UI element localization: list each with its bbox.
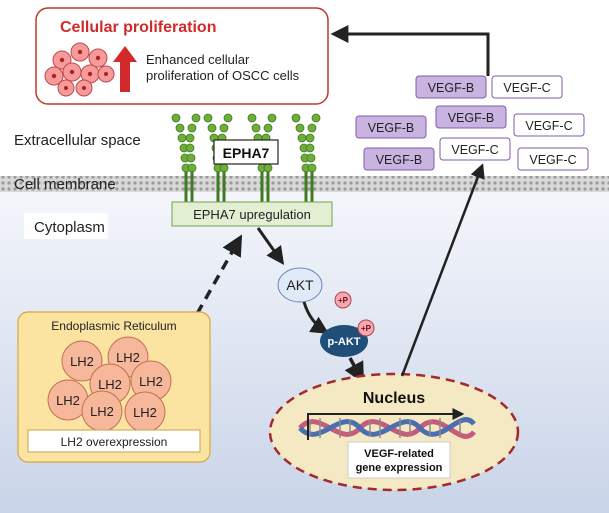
receptor-stalk [291,113,321,173]
epha7-upregulation-label: EPHA7 upregulation [193,207,311,222]
epha7-label: EPHA7 [223,145,270,161]
gene-expression-line2: gene expression [356,462,443,474]
p-akt-node [320,325,368,357]
receptor-stalk [171,113,201,173]
lh2-overexpression-label: LH2 overexpression [61,435,168,449]
up-arrow-icon [113,46,137,92]
epha7-label-box [213,139,279,165]
lh2-label: LH2 [56,393,80,408]
akt-label: AKT [286,277,314,293]
epha7-receptor: EPHA7 [171,113,321,206]
cytoplasm-label: Cytoplasm [34,219,105,236]
vegf-c-box: VEGF-C [491,75,563,99]
epha7-upregulation-box [171,201,333,227]
lh2-label: LH2 [139,374,163,389]
vegf-c-box: VEGF-C [513,113,585,137]
vegf-b-box: VEGF-B [435,105,507,129]
vegf-b-box: VEGF-B [415,75,487,99]
phosphate-icon [334,291,352,309]
vegf-c-label: VEGF-C [503,81,550,95]
nucleus-to-vegf-arrow [400,163,485,377]
transcription-arrow [307,408,465,440]
cell-cluster-icon [44,42,115,97]
vegf-c-box: VEGF-C [439,137,511,161]
proliferation-box: Cellular proliferation Enhanced cellular… [35,7,329,105]
lh2-protein [61,340,103,382]
vegf-c-label: VEGF-C [525,119,572,133]
nucleus-title: Nucleus [363,390,425,407]
vegf-b-label: VEGF-B [448,111,495,125]
endoplasmic-reticulum-box: Endoplasmic Reticulum LH2 LH2 LH2 LH2 LH… [17,311,211,463]
phosphate-label: +P [338,296,349,305]
membrane-label: Cell membrane [14,176,116,193]
vegf-to-proliferation-arrow [330,25,490,76]
proliferation-desc-line1: Enhanced cellular [146,52,250,67]
vegf-cluster: VEGF-B VEGF-C VEGF-B VEGF-B VEGF-C VEGF-… [355,75,589,171]
lh2-label: LH2 [116,350,140,365]
vegf-b-label: VEGF-B [428,81,475,95]
cytoplasm-label-bg [24,213,108,239]
dna-helix-icon [298,417,476,439]
nucleus: Nucleus VEGF-related gene expression [268,372,520,492]
phosphate-icon [357,319,375,337]
lh2-label: LH2 [98,377,122,392]
akt-node [277,267,323,303]
extracellular-label: Extracellular space [14,132,141,149]
epha7-to-akt-arrow [256,227,285,265]
vegf-b-box: VEGF-B [363,147,435,171]
lh2-label: LH2 [70,354,94,369]
er-title: Endoplasmic Reticulum [51,319,176,333]
akt-to-pakt-arrow [302,301,330,334]
proliferation-desc-line2: proliferation of OSCC cells [146,68,300,83]
gene-expression-box [347,441,451,479]
vegf-c-label: VEGF-C [529,153,576,167]
proliferation-title: Cellular proliferation [60,19,216,36]
phosphate-label: +P [361,324,372,333]
vegf-c-label: VEGF-C [451,143,498,157]
vegf-b-label: VEGF-B [368,121,415,135]
vegf-b-box: VEGF-B [355,115,427,139]
lh2-label: LH2 [133,405,157,420]
vegf-b-label: VEGF-B [376,153,423,167]
lh2-cluster [47,336,172,433]
gene-expression-line1: VEGF-related [364,448,434,460]
lh2-overexpression-box [27,429,201,453]
vegf-c-box: VEGF-C [517,147,589,171]
p-akt-label: p-AKT [328,336,361,348]
lh2-label: LH2 [90,404,114,419]
